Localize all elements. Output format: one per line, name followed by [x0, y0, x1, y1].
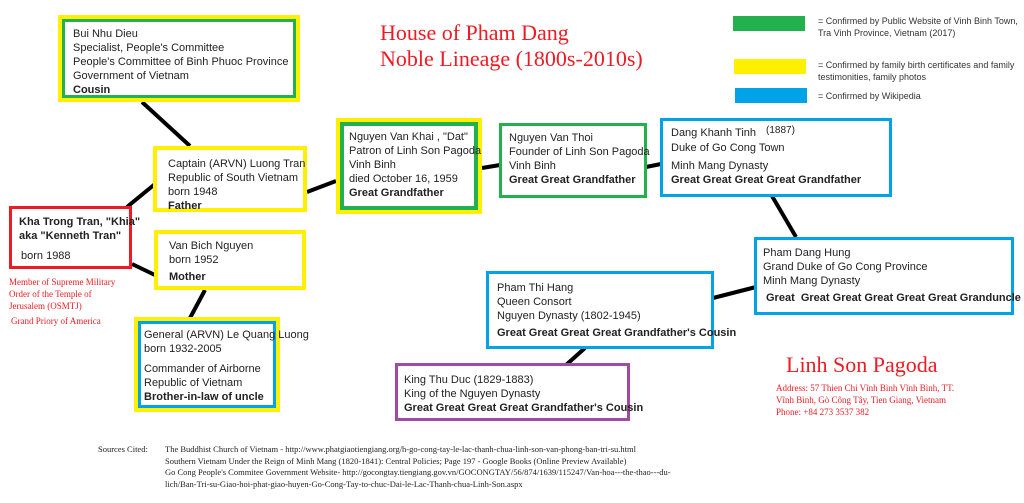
- node-relation: Great Great Great Great Grandfather's Co…: [497, 327, 737, 339]
- node-dang-khanh-tinh: Dang Khanh Tinh (1887) Duke of Go Cong To…: [660, 118, 892, 197]
- node-king-thu-duc: King Thu Duc (1829-1883) King of the Ngu…: [395, 363, 644, 421]
- node-line: Government of Vietnam: [73, 70, 189, 82]
- legend-swatch-green: [733, 16, 805, 31]
- node-line: Founder of Linh Son Pagoda: [509, 146, 650, 158]
- node-line: aka "Kenneth Tran": [19, 230, 122, 242]
- node-line: died October 16, 1959: [349, 173, 458, 185]
- node-van-bich-nguyen: Van Bich Nguyen born 1952 Mother: [154, 230, 306, 290]
- node-line: Duke of Go Cong Town: [671, 142, 785, 154]
- connector: [770, 194, 798, 239]
- connector: [306, 179, 337, 194]
- node-line: Pham Thi Hang: [497, 282, 574, 294]
- node-line: Pham Dang Hung: [763, 247, 851, 259]
- node-year: (1887): [766, 125, 795, 136]
- connector: [645, 162, 662, 169]
- diagram-title: House of Pham Dang Noble Lineage (1800s-…: [380, 20, 643, 72]
- node-relation: Cousin: [73, 84, 111, 96]
- legend-text-yellow: = Confirmed by family birth certificates…: [818, 60, 1015, 82]
- connector: [188, 289, 207, 319]
- node-nguyen-van-khai: Nguyen Van Khai , "Dat" Patron of Linh S…: [336, 118, 482, 214]
- title-line-1: House of Pham Dang: [380, 20, 569, 45]
- node-line: Specialist, People's Committee: [73, 42, 225, 54]
- legend-swatch-yellow: [734, 59, 806, 74]
- sources-label: Sources Cited:: [98, 444, 148, 454]
- address-line: Phone: +84 273 3537 382: [776, 407, 870, 417]
- node-pham-thi-hang: Pham Thi Hang Queen Consort Nguyen Dynas…: [486, 271, 737, 349]
- node-relation: Great Great Great Great Grandfather's Co…: [404, 402, 644, 414]
- node-line: Van Bich Nguyen: [169, 240, 254, 252]
- node-line: Republic of South Vietnam: [168, 172, 299, 184]
- note-line: Jerusalem (OSMTJ): [9, 301, 82, 311]
- node-line: People's Committee of Binh Phuoc Provinc…: [73, 56, 289, 68]
- node-line: Nguyen Van Thoi: [509, 132, 593, 144]
- legend-text-green: = Confirmed by Public Website of Vinh Bi…: [818, 16, 1018, 38]
- node-bui-nhu-dieu: Bui Nhu Dieu Specialist, People's Commit…: [58, 15, 300, 102]
- node-line: Queen Consort: [497, 296, 572, 308]
- node-line: Bui Nhu Dieu: [73, 28, 138, 40]
- node-relation: Great Great Great Great Great Great Gran…: [766, 292, 1021, 304]
- connector: [140, 100, 192, 148]
- node-line: Dang Khanh Tinh: [671, 127, 757, 139]
- node-line: Grand Duke of Go Cong Province: [763, 261, 928, 273]
- source-item: Southern Vietnam Under the Reign of Minh…: [165, 455, 627, 466]
- node-relation: Father: [168, 200, 202, 212]
- connector: [564, 346, 587, 367]
- node-line: Commander of Airborne: [144, 363, 261, 375]
- sources-list: The Buddhist Church of Vietnam - http://…: [165, 444, 671, 490]
- node-line: Nguyen Dynasty (1802-1945): [497, 310, 641, 322]
- node-general-le-quang-luong: General (ARVN) Le Quang Luong born 1932-…: [134, 317, 309, 412]
- node-line: King Thu Duc (1829-1883): [404, 374, 534, 386]
- node-line: Kha Trong Tran, "Khia": [19, 216, 141, 228]
- note-line: Order of the Temple of: [9, 289, 92, 299]
- node-captain-luong-tran: Captain (ARVN) Luong Tran Republic of So…: [153, 146, 307, 212]
- node-line: Nguyen Van Khai , "Dat": [349, 131, 468, 143]
- node-relation: Mother: [169, 271, 206, 283]
- node-line: Vinh Binh: [509, 160, 556, 172]
- pagoda-address: Address: 57 Thien Chi Vĩnh Bình Vĩnh Bìn…: [776, 382, 954, 418]
- node-relation: Great Great Grandfather: [509, 174, 636, 186]
- node-relation: Great Grandfather: [349, 187, 444, 199]
- node-nguyen-van-thoi: Nguyen Van Thoi Founder of Linh Son Pago…: [499, 123, 650, 198]
- node-line: General (ARVN) Le Quang Luong: [144, 329, 309, 341]
- connector: [712, 285, 757, 300]
- node-relation: Brother-in-law of uncle: [144, 391, 264, 403]
- pagoda-name: Linh Son Pagoda: [786, 352, 938, 377]
- node-line: born 1932-2005: [144, 343, 222, 355]
- node-line: Minh Mang Dynasty: [763, 275, 861, 287]
- node-line: Captain (ARVN) Luong Tran: [168, 158, 306, 170]
- connector: [131, 262, 158, 278]
- source-item: lich/Ban-Tri-su-Giao-hoi-phat-giao-huyen…: [165, 478, 523, 489]
- node-line: Vinh Binh: [349, 159, 396, 171]
- node-line: Patron of Linh Son Pagoda: [349, 145, 482, 157]
- node-relation: Great Great Great Great Grandfather: [671, 174, 862, 186]
- node-line: born 1948: [168, 186, 218, 198]
- connector: [481, 163, 501, 170]
- legend-swatch-blue: [735, 88, 807, 103]
- source-item: Go Cong People's Commitee Government Web…: [165, 467, 671, 477]
- title-line-2: Noble Lineage (1800s-2010s): [380, 46, 643, 71]
- source-item: The Buddhist Church of Vietnam - http://…: [165, 444, 636, 454]
- node-pham-dang-hung: Pham Dang Hung Grand Duke of Go Cong Pro…: [754, 237, 1021, 315]
- legend-text-blue: = Confirmed by Wikipedia: [818, 91, 921, 101]
- note-line: Grand Priory of America: [11, 316, 101, 326]
- address-line: Vĩnh Bình, Gò Công Tây, Tien Giang, Viet…: [776, 395, 947, 405]
- node-line: King of the Nguyen Dynasty: [404, 388, 541, 400]
- node-kha-trong-tran: Kha Trong Tran, "Khia" aka "Kenneth Tran…: [9, 206, 141, 269]
- kha-notes: Member of Supreme Military Order of the …: [9, 276, 115, 327]
- node-born: born 1988: [21, 250, 71, 262]
- connector: [125, 182, 157, 209]
- address-line: Address: 57 Thien Chi Vĩnh Bình Vĩnh Bìn…: [776, 383, 955, 393]
- note-line: Member of Supreme Military: [9, 277, 116, 287]
- node-line: Republic of Vietnam: [144, 377, 243, 389]
- node-line: born 1952: [169, 254, 219, 266]
- node-line: Minh Mang Dynasty: [671, 160, 769, 172]
